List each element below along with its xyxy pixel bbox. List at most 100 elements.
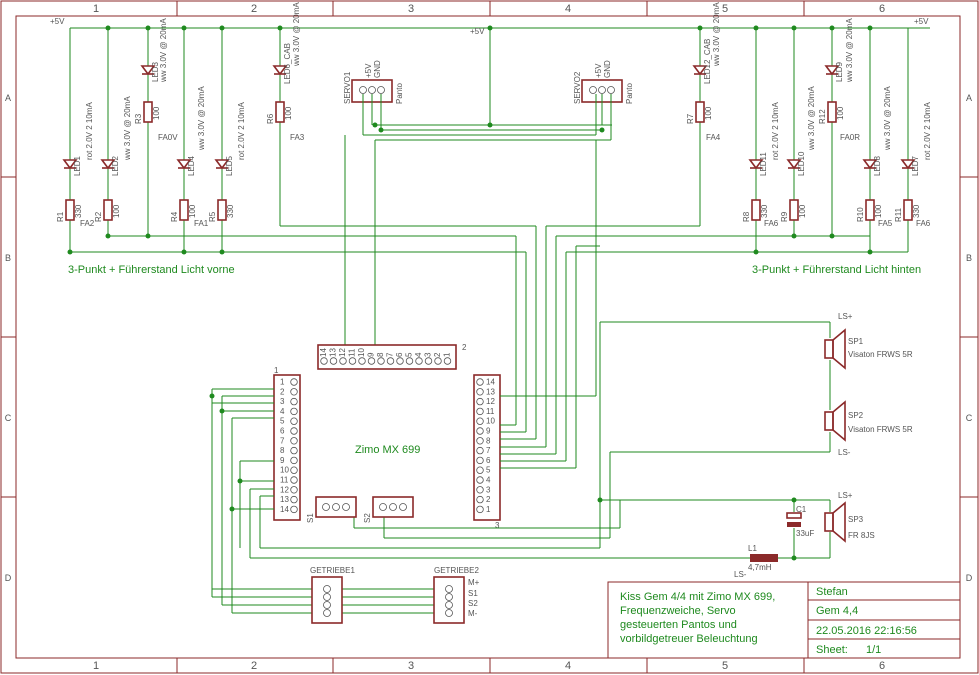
sp1-name: SP1 [848,337,864,346]
servo2-name: SERVO2 [573,71,582,104]
decoder-left-pin-label: 4 [280,407,285,416]
decoder-top-pin [386,357,395,365]
row-label-d-right: D [966,573,973,583]
decoder-left-pin-label: 14 [280,505,289,514]
row-label-c: C [5,413,12,423]
decoder-right-pin-label: 12 [486,397,495,406]
led11-spec: rot 2.0V 2 10mA [771,102,780,160]
s2-label: S2 [363,513,372,523]
decoder-left-pin [290,437,298,445]
decoder-top-pin [367,357,376,365]
ls-plus-1: LS+ [838,312,853,321]
decoder-top-pin-label: 1 [443,352,452,357]
rear-lighting: LED12_CAB ww 3.0V @ 20mA R7 100 FA4 LED1… [546,2,932,276]
inductor-l1: L1 4,7mH [748,544,778,572]
decoder-name: Zimo MX 699 [355,444,420,456]
frame-row-labels: A B C D A B C D [5,93,973,583]
decoder-top-pin [434,357,442,365]
gearbox2-pin-s1: S1 [468,589,478,598]
r7 [695,101,705,123]
servo2-pin-5v: +5V [594,63,603,78]
decoder-top-pin-label: 5 [405,352,414,357]
led4: LED4 ww 3.0V @ 20mA [176,86,206,176]
decoder-left-pin-label: 3 [280,397,285,406]
decoder-right-pin-label: 4 [486,476,491,485]
led12-cab: LED12_CAB ww 3.0V @ 20mA [692,2,721,84]
decoder-top-pin [396,357,404,365]
r11-value: 330 [912,204,921,218]
led10-name: LED10 [797,151,806,176]
decoder-right-pin-label: 8 [486,436,491,445]
led2-name: LED2 [111,155,120,176]
supply-label-mid: +5V [470,27,485,36]
decoder-top-pin-label: 10 [357,348,366,357]
rear-section-label: 3-Punkt + Führerstand Licht hinten [752,264,921,276]
decoder-wiring [209,140,830,614]
servo2-pin-gnd: GND [603,60,612,78]
gearbox2-pin-mminus: M- [468,609,478,618]
r5-value: 330 [226,204,235,218]
supply-rail: +5V +5V +5V [50,17,930,128]
decoder-right-pin-label: 14 [486,378,495,387]
col-label-1-bottom: 1 [93,660,99,672]
servo-wiring [344,94,612,355]
led7-spec: rot 2.0V 2 10mA [923,102,932,160]
col-label-2-bottom: 2 [251,660,257,672]
led1-spec: rot 2.0V 2 10mA [85,102,94,160]
gearbox1-name: GETRIEBE1 [310,566,355,575]
r5-name: R5 [208,211,217,222]
r8-name: R8 [742,211,751,222]
led5-spec: rot 2.0V 2 10mA [237,102,246,160]
decoder-right-pin-label: 11 [486,407,495,416]
led4-name: LED4 [187,155,196,176]
led9-spec: ww 3.0V @ 20mA [845,18,854,83]
led5: LED5 rot 2.0V 2 10mA [214,102,246,176]
led5-name: LED5 [225,155,234,176]
col-label-6-bottom: 6 [879,660,885,672]
decoder-right-pin [476,427,484,435]
decoder-top-pin [339,357,347,365]
r8-value: 330 [760,204,769,218]
decoder-top-pin-label: 14 [319,348,328,357]
col-label-6: 6 [879,3,885,15]
decoder-right-pin [476,397,484,406]
led2-spec: ww 3.0V @ 20mA [123,96,132,161]
led8-spec: ww 3.0V @ 20mA [883,86,892,151]
r10-name: R10 [856,207,865,222]
ls-minus-1: LS- [838,448,851,457]
r10-value: 100 [874,204,883,218]
servo1: SERVO1 +5V GND Panto [343,60,404,104]
decoder-right-pin [476,388,484,396]
decoder-right-pin [476,476,484,484]
gearbox2-pin-s2: S2 [468,599,478,608]
col-label-5: 5 [722,3,728,15]
title-author: Stefan [816,586,848,598]
gearbox1: GETRIEBE1 [310,566,355,624]
decoder-left-pin [290,397,298,406]
decoder-top-pin-label: 8 [376,352,385,357]
decoder-right-connector-label: 3 [495,521,500,530]
title-line-3: gesteuerten Pantos und [620,619,737,631]
servo2-pin-panto: Panto [625,83,634,104]
frame-column-labels: 1 2 3 4 5 6 1 2 3 4 5 6 [93,3,885,672]
decoder-right-pin [476,495,484,504]
led12-name: LED12_CAB [703,39,712,84]
decoder-right-pin-label: 5 [486,466,491,475]
led3-spec: ww 3.0V @ 20mA [159,18,168,83]
servo1-pin-5v: +5V [364,63,373,78]
led1-name: LED1 [73,155,82,176]
servo2: SERVO2 +5V GND Panto [573,60,634,104]
fa6a-label: FA6 [764,219,779,228]
decoder-right-pin-label: 7 [486,446,491,455]
decoder-right-pin-label: 1 [486,505,491,514]
decoder-top-pin [348,357,357,365]
fa3-label: FA3 [290,133,305,142]
r9-name: R9 [780,211,789,222]
led11-name: LED11 [759,152,768,176]
decoder-top-pin [424,357,433,365]
fa6b-label: FA6 [916,219,931,228]
decoder-top-pin [443,357,452,365]
decoder-top-pin [329,357,338,365]
decoder-right-pin-label: 2 [486,495,491,504]
decoder-top-pin-label: 11 [348,348,357,357]
